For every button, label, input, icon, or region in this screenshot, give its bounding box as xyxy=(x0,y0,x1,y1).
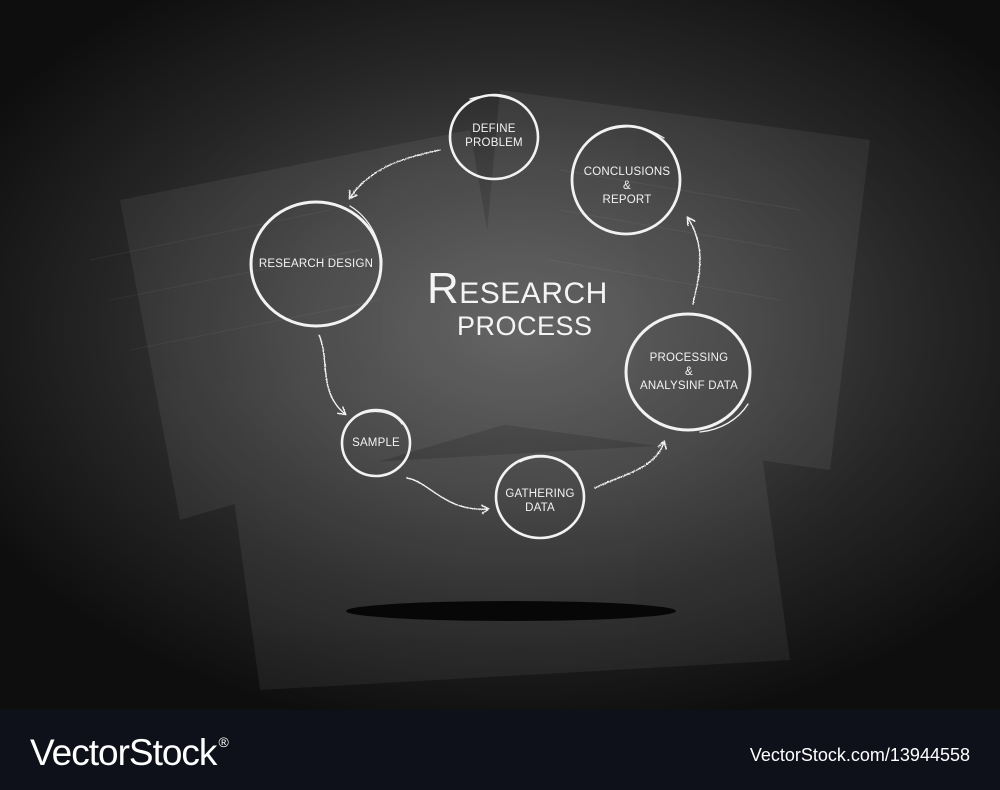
step-label-line: PROCESSING xyxy=(649,352,729,364)
arrow-design-to-sample xyxy=(318,334,347,416)
title-line1-rest: ESEARCH xyxy=(459,277,608,310)
circle-research-design xyxy=(249,200,383,328)
arrow-gathering-to-processing xyxy=(594,440,667,489)
brand-logo: VectorStock® xyxy=(30,732,229,774)
step-define-problem-label: DEFINE PROBLEM xyxy=(465,122,523,150)
circle-define-problem xyxy=(448,93,540,181)
step-label-line: REPORT xyxy=(602,194,652,206)
step-conclusions-report-label: CONCLUSIONS & REPORT xyxy=(584,165,671,207)
step-label-line: & xyxy=(685,366,693,378)
step-research-design-label: RESEARCH DESIGN xyxy=(259,257,373,271)
diagram-title: RESEARCH PROCESS xyxy=(427,267,627,342)
watermark-footer: VectorStock® VectorStock.com/13944558 xyxy=(0,710,1000,790)
step-label-line: ANALYSINF DATA xyxy=(639,380,739,392)
circle-gathering-data xyxy=(494,454,586,540)
step-label-line: GATHERING xyxy=(505,488,575,500)
step-sample-label: SAMPLE xyxy=(352,436,400,450)
step-label-line: CONCLUSIONS xyxy=(583,166,671,178)
step-processing-data-label: PROCESSING & ANALYSINF DATA xyxy=(640,351,738,393)
shadow-ellipse xyxy=(346,601,676,621)
circle-conclusions-report xyxy=(570,124,682,236)
trademark-symbol: ® xyxy=(218,734,228,750)
arrow-sample-to-gathering xyxy=(406,477,490,515)
circle-sample xyxy=(340,408,412,478)
step-label-line: & xyxy=(623,180,631,192)
arrow-define-to-design xyxy=(348,149,441,200)
title-line2: PROCESS xyxy=(457,311,593,341)
step-label-line: SAMPLE xyxy=(352,437,400,449)
circle-processing-data xyxy=(624,312,752,433)
brand-name: VectorStock xyxy=(30,732,217,773)
step-label-line: PROBLEM xyxy=(465,137,523,149)
step-label-line: DEFINE xyxy=(472,123,516,135)
step-label-line: RESEARCH DESIGN xyxy=(258,258,374,270)
step-gathering-data-label: GATHERING DATA xyxy=(505,487,574,515)
chalk-smudge-texture xyxy=(89,90,870,690)
title-first-letter: R xyxy=(427,264,460,313)
arrow-processing-to-conclusions xyxy=(686,216,701,305)
image-id-text: VectorStock.com/13944558 xyxy=(749,745,970,765)
step-label-line: DATA xyxy=(525,502,555,514)
chalkboard: RESEARCH PROCESS DEFINE PROBLEM RESEARCH… xyxy=(0,0,1000,710)
